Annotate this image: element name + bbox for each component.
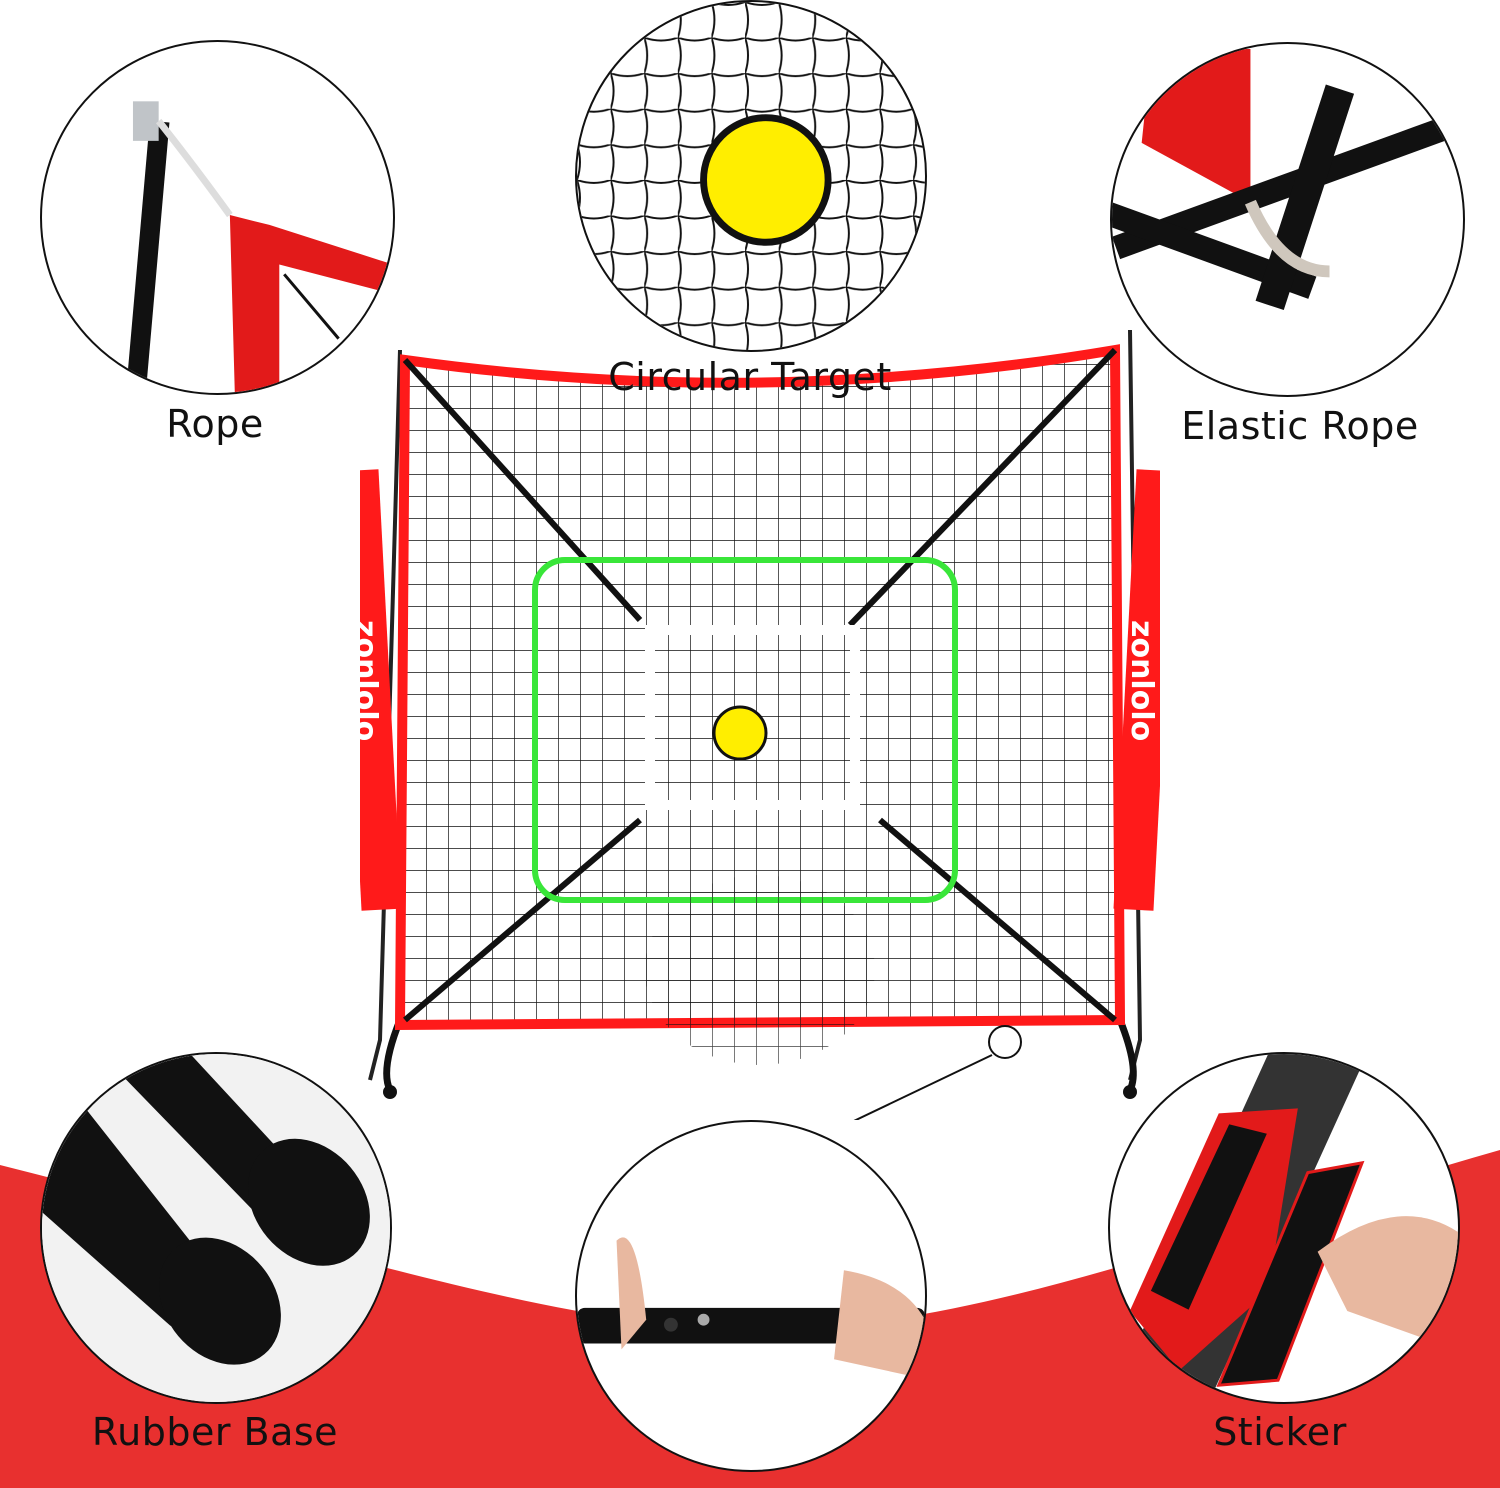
callout-pole-connector bbox=[575, 1120, 927, 1472]
label-elastic-rope: Elastic Rope bbox=[1181, 404, 1419, 448]
elastic-rope-icon bbox=[1112, 48, 1463, 310]
callout-circular-target bbox=[575, 0, 927, 352]
callout-sticker bbox=[1108, 1052, 1460, 1404]
sticker-icon bbox=[1110, 1054, 1458, 1402]
label-rope: Rope bbox=[166, 402, 264, 446]
pole-connector-icon bbox=[577, 1237, 925, 1380]
label-sticker: Sticker bbox=[1213, 1410, 1347, 1454]
label-rubber-base: Rubber Base bbox=[91, 1410, 339, 1454]
brand-logo-left: zonlolo bbox=[360, 620, 383, 741]
label-circular-target: Circular Target bbox=[608, 355, 892, 399]
batting-net-illustration: zonlolo zonlolo bbox=[360, 329, 1160, 1120]
rubber-base-icon bbox=[42, 1054, 390, 1402]
callout-rope bbox=[40, 40, 395, 395]
circular-target-icon bbox=[577, 2, 925, 350]
rope-icon bbox=[122, 101, 393, 393]
callout-rubber-base bbox=[40, 1052, 392, 1404]
brand-logo-right: zonlolo bbox=[1124, 620, 1159, 741]
callout-elastic-rope bbox=[1110, 42, 1465, 397]
